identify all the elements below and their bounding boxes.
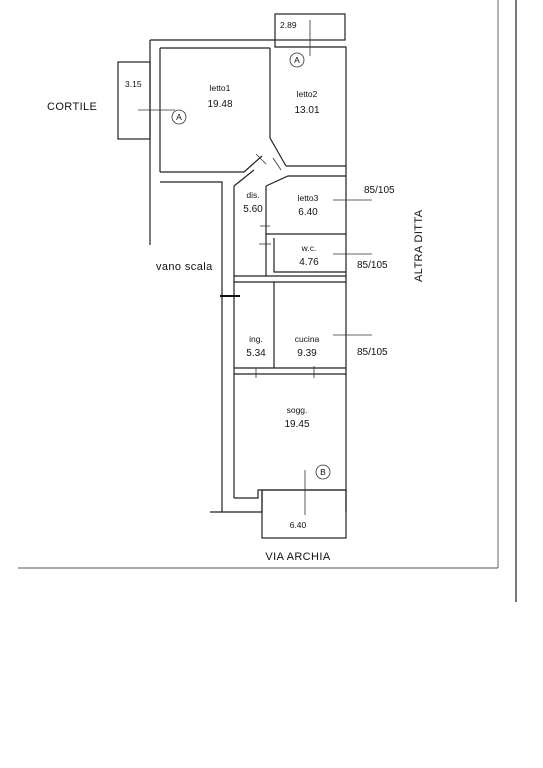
window-size: 85/105 bbox=[364, 185, 395, 196]
room-name: sogg. bbox=[287, 405, 308, 415]
room-name: letto1 bbox=[210, 83, 231, 93]
bottom-left-wall bbox=[210, 490, 263, 513]
dis-diagonal bbox=[233, 169, 255, 187]
balcony-area: 2.89 bbox=[280, 20, 297, 30]
outer-wall-right bbox=[150, 39, 347, 512]
window-size: 85/105 bbox=[357, 347, 388, 358]
room-area: 6.40 bbox=[298, 207, 318, 218]
room-area: 13.01 bbox=[294, 105, 319, 116]
balcony-left bbox=[117, 61, 151, 140]
room-area: 4.76 bbox=[299, 257, 319, 268]
room-area: 5.34 bbox=[246, 348, 266, 359]
room-name: dis. bbox=[246, 190, 259, 200]
marker-circle bbox=[289, 52, 305, 68]
room-area: 9.39 bbox=[297, 348, 317, 359]
balcony-area: 6.40 bbox=[290, 520, 307, 530]
dis-diagonal-left bbox=[243, 155, 263, 173]
sogg-bottom-wall bbox=[234, 489, 346, 499]
room-name: cucina bbox=[295, 334, 320, 344]
neighbor-label: ALTRA DITTA bbox=[413, 209, 425, 282]
balcony-area: 3.15 bbox=[125, 79, 142, 89]
stairwell-label: vano scala bbox=[156, 261, 213, 273]
door-tick bbox=[255, 153, 267, 165]
wc-walls bbox=[273, 238, 346, 273]
window-size: 85/105 bbox=[357, 260, 388, 271]
room-name: w.c. bbox=[301, 243, 317, 253]
courtyard-label: CORTILE bbox=[47, 101, 97, 113]
marker-label: B bbox=[320, 467, 326, 477]
marker-label: A bbox=[176, 112, 182, 122]
door-tick bbox=[272, 157, 282, 171]
stair-wall bbox=[160, 181, 223, 512]
room-area: 19.45 bbox=[284, 419, 309, 430]
marker-label: A bbox=[294, 55, 300, 65]
marker-circle bbox=[315, 464, 331, 480]
room-name: ing. bbox=[249, 334, 263, 344]
room-name: letto3 bbox=[298, 193, 319, 203]
room-area: 5.60 bbox=[243, 204, 263, 215]
marker-circle bbox=[171, 109, 187, 125]
room-area: 19.48 bbox=[207, 99, 232, 110]
room-name: letto2 bbox=[297, 89, 318, 99]
letto1-letto2-wall bbox=[269, 48, 287, 167]
balcony-bottom bbox=[261, 489, 347, 539]
street-label: VIA ARCHIA bbox=[265, 551, 330, 563]
letto3-top-wall bbox=[265, 175, 346, 187]
